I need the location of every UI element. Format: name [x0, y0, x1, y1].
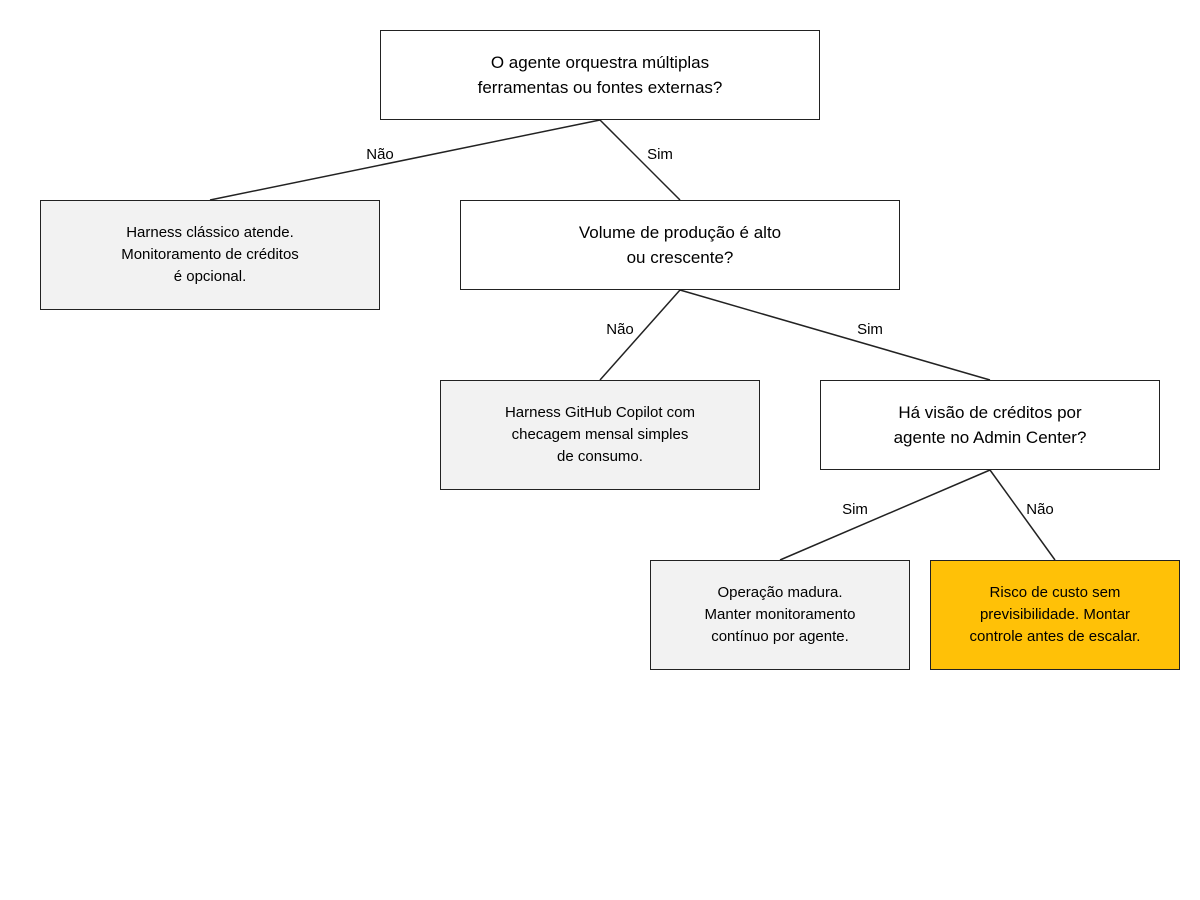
decision-node-credit-visibility: Há visão de créditos por agente no Admin… [820, 380, 1160, 470]
edge-label-q2-no: Não [606, 321, 634, 338]
edge-q3-o4 [989, 469, 1056, 561]
edge-q2-o2 [599, 289, 681, 381]
edge-q2-q3 [679, 289, 991, 381]
edge-q3-o3 [779, 469, 991, 561]
decision-node-orchestration: O agente orquestra múltiplas ferramentas… [380, 30, 820, 120]
edge-label-q3-yes: Sim [842, 501, 868, 518]
outcome-node-copilot-harness: Harness GitHub Copilot com checagem mens… [440, 380, 760, 490]
edge-q1-q2 [599, 119, 681, 201]
decision-node-production-volume: Volume de produção é alto ou crescente? [460, 200, 900, 290]
outcome-node-classic-harness: Harness clássico atende. Monitoramento d… [40, 200, 380, 310]
edge-label-q1-no: Não [366, 146, 394, 163]
outcome-node-mature-operation: Operação madura. Manter monitoramento co… [650, 560, 910, 670]
edge-label-q2-yes: Sim [857, 321, 883, 338]
edge-label-q1-yes: Sim [647, 146, 673, 163]
edge-q1-o1 [209, 119, 601, 201]
edge-label-q3-no: Não [1026, 501, 1054, 518]
outcome-node-cost-risk: Risco de custo sem previsibilidade. Mont… [930, 560, 1180, 670]
